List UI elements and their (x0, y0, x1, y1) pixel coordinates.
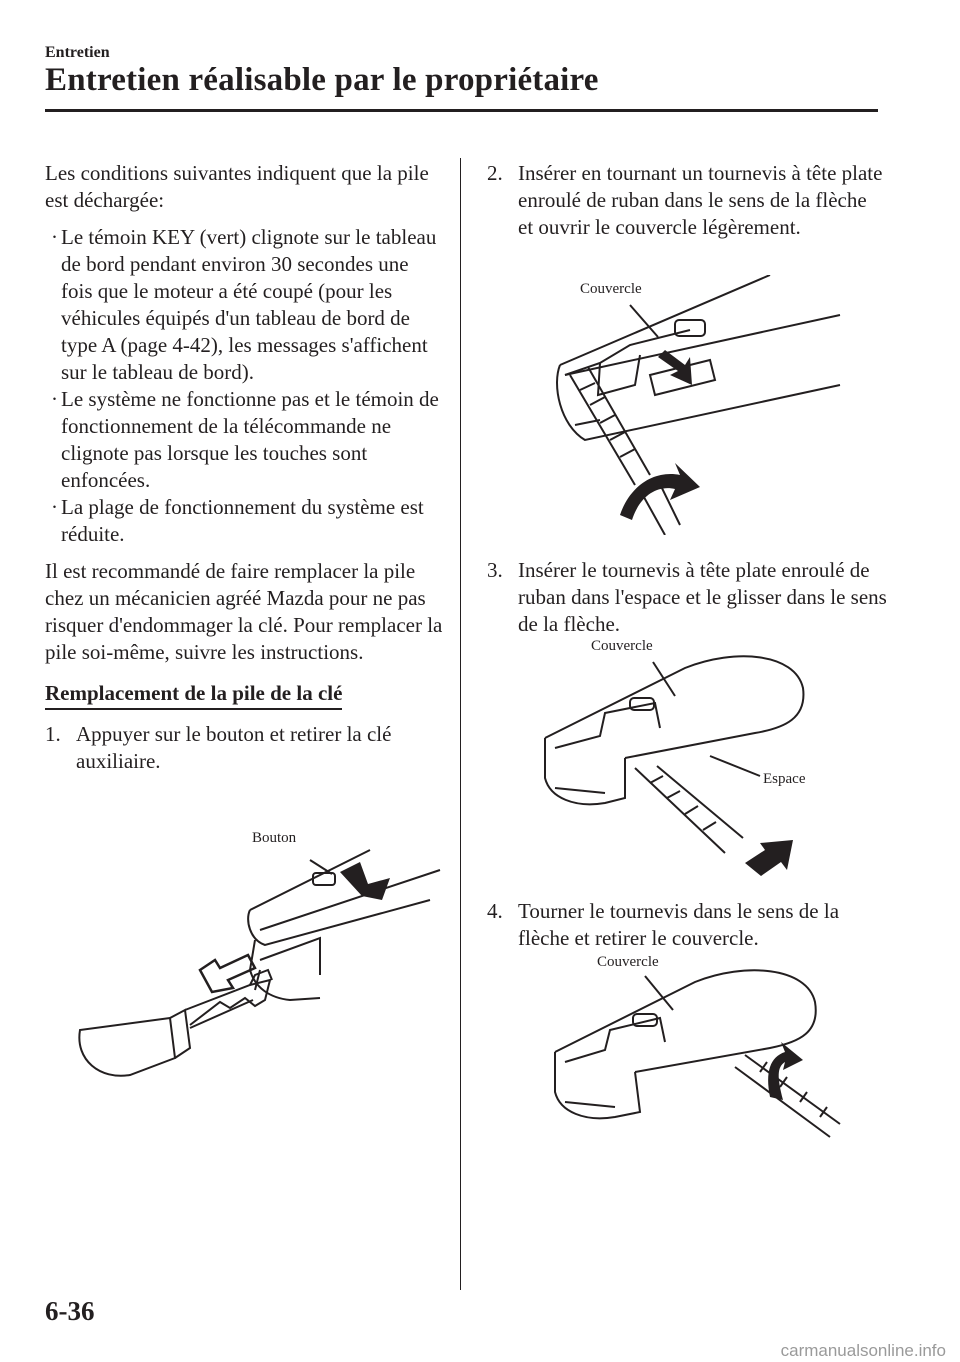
step-1: 1.Appuyer sur le bouton et retirer la cl… (45, 722, 392, 773)
figure-remove-aux-key: Bouton (70, 830, 450, 1090)
figure-remove-cover: Couvercle (545, 952, 845, 1152)
step-3: 3.Insérer le tournevis à tête plate enro… (487, 558, 887, 636)
press-arrow-icon (340, 862, 390, 900)
step-3-text: 3.Insérer le tournevis à tête plate enro… (487, 557, 887, 638)
figure-label-couvercle: Couvercle (580, 281, 642, 297)
open-cover-illustration (556, 275, 841, 535)
page-title: Entretien réalisable par le propriétaire (45, 62, 599, 98)
recommendation-paragraph: Il est recommandé de faire remplacer la … (45, 559, 443, 664)
subsection-heading: Remplacement de la pile de la clé (45, 680, 343, 710)
right-column: 2.Insérer en tournant un tournevis à têt… (487, 160, 887, 241)
bullet-dot: · (51, 387, 58, 411)
figure-open-cover: Couvercle (540, 275, 880, 535)
slide-screwdriver-illustration (544, 655, 805, 876)
rotate-arrow-icon (620, 463, 700, 520)
bullet-item: ·Le système ne fonctionne pas et le témo… (51, 387, 439, 492)
figure-label-couvercle: Couvercle (591, 638, 653, 654)
left-column: Les conditions suivantes indiquent que l… (45, 160, 445, 775)
figure-label-espace: Espace (763, 771, 806, 787)
watermark: carmanualsonline.info (780, 1341, 946, 1360)
bullet-item: ·Le témoin KEY (vert) clignote sur le ta… (51, 225, 437, 384)
screwdriver-icon (634, 765, 744, 854)
pull-arrow-icon (198, 953, 257, 994)
column-divider (460, 158, 461, 1290)
section-label: Entretien (45, 44, 110, 61)
heading-underline (45, 708, 343, 710)
figure-label-couvercle: Couvercle (597, 954, 659, 970)
figure-label-bouton: Bouton (252, 830, 297, 846)
slide-arrow-icon (745, 840, 793, 876)
rotate-arrow-icon (768, 1042, 803, 1100)
bullet-item: ·La plage de fonctionnement du système e… (51, 495, 424, 546)
remove-cover-illustration (554, 969, 841, 1138)
title-rule (45, 109, 878, 112)
bullet-dot: · (51, 225, 58, 249)
figure-slide-screwdriver: Couvercle Espace (535, 638, 835, 888)
step-4-text: 4.Tourner le tournevis dans le sens de l… (487, 898, 887, 952)
key-fob-illustration (78, 849, 441, 1077)
page-number: 6-36 (45, 1296, 95, 1326)
step-2: 2.Insérer en tournant un tournevis à têt… (487, 161, 883, 239)
intro-paragraph: Les conditions suivantes indiquent que l… (45, 161, 429, 212)
screwdriver-icon (734, 1054, 841, 1138)
insert-arrow-icon (658, 350, 692, 385)
step-4: 4.Tourner le tournevis dans le sens de l… (487, 899, 840, 950)
bullet-dot: · (51, 495, 58, 519)
